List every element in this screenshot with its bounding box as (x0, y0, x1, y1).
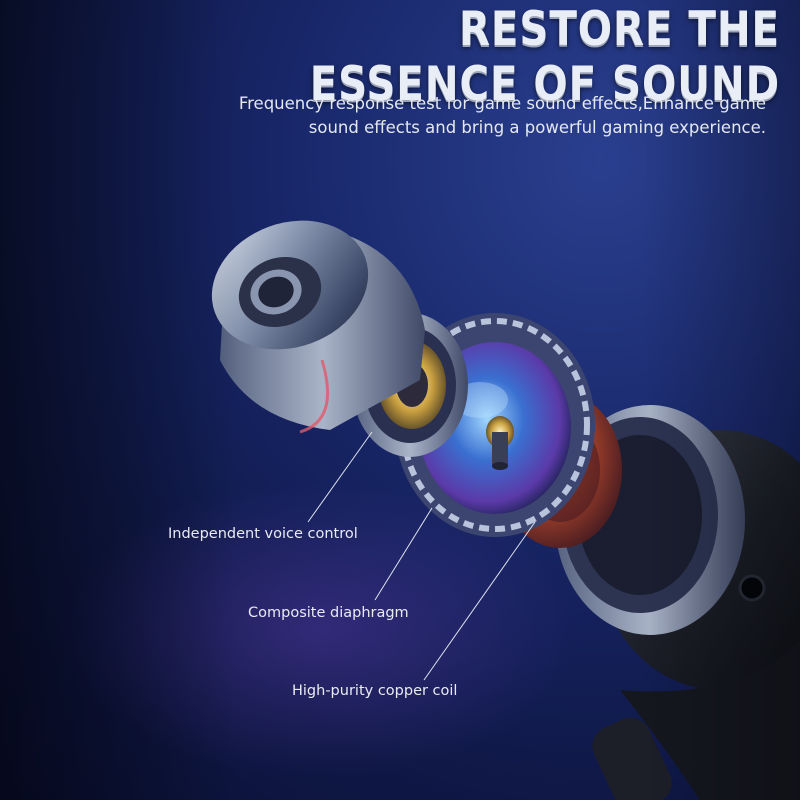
leader-line-voice (307, 431, 373, 523)
callout-copper-coil: High-purity copper coil (292, 683, 458, 699)
leader-line-diaphragm (374, 507, 433, 601)
subtitle: Frequency response test for game sound e… (206, 92, 766, 140)
leader-line-coil (423, 521, 536, 681)
subtitle-line-1: Frequency response test for game sound e… (238, 94, 766, 113)
callout-diaphragm: Composite diaphragm (248, 605, 409, 621)
callout-voice-control: Independent voice control (168, 526, 358, 542)
metal-cap (211, 220, 425, 434)
headline: RESTORE THE ESSENCE OF SOUND (309, 2, 780, 112)
subtitle-line-2: sound effects and bring a powerful gamin… (308, 118, 766, 137)
